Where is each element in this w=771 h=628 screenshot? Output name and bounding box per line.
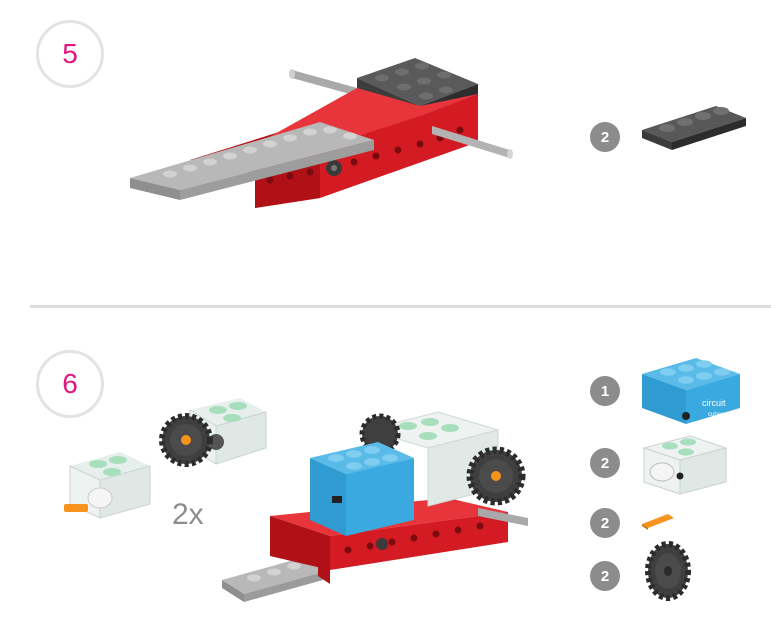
motor-brick-subassembly xyxy=(64,452,151,519)
step6-assembly xyxy=(222,411,528,602)
clear-motor-brick-part xyxy=(642,435,728,495)
orange-axle-connector-part xyxy=(642,514,674,530)
circuit-cube xyxy=(310,442,414,536)
multiplier-label: 2x xyxy=(172,498,204,531)
light-gray-long-plate xyxy=(130,122,374,200)
gear-motor-subassembly xyxy=(159,398,267,467)
gear-part-icon xyxy=(645,541,691,601)
quantity-badge-cube: 1 xyxy=(590,376,620,406)
light-gray-plate xyxy=(222,556,330,602)
quantity-badge-gear: 2 xyxy=(590,561,620,591)
step-number-5: 5 xyxy=(36,20,104,88)
cube-label-bottom: cubes xyxy=(708,412,724,418)
orange-axle xyxy=(64,504,88,512)
cube-label-top: circuit xyxy=(702,398,726,408)
step-divider xyxy=(30,305,771,308)
gear-icon xyxy=(159,413,213,467)
gear-front-icon xyxy=(466,446,526,506)
circuit-cube-part: circuit cubes xyxy=(642,358,740,424)
gear-part xyxy=(645,541,691,601)
quantity-badge-motor: 2 xyxy=(590,448,620,478)
axle-gray-front xyxy=(432,126,513,159)
axle-right xyxy=(478,508,528,526)
quantity-badge: 2 xyxy=(590,122,620,152)
step5-assembly xyxy=(130,58,513,208)
dark-gray-plate-part xyxy=(642,106,746,150)
quantity-badge-connector: 2 xyxy=(590,508,620,538)
step-number-6: 6 xyxy=(36,350,104,418)
